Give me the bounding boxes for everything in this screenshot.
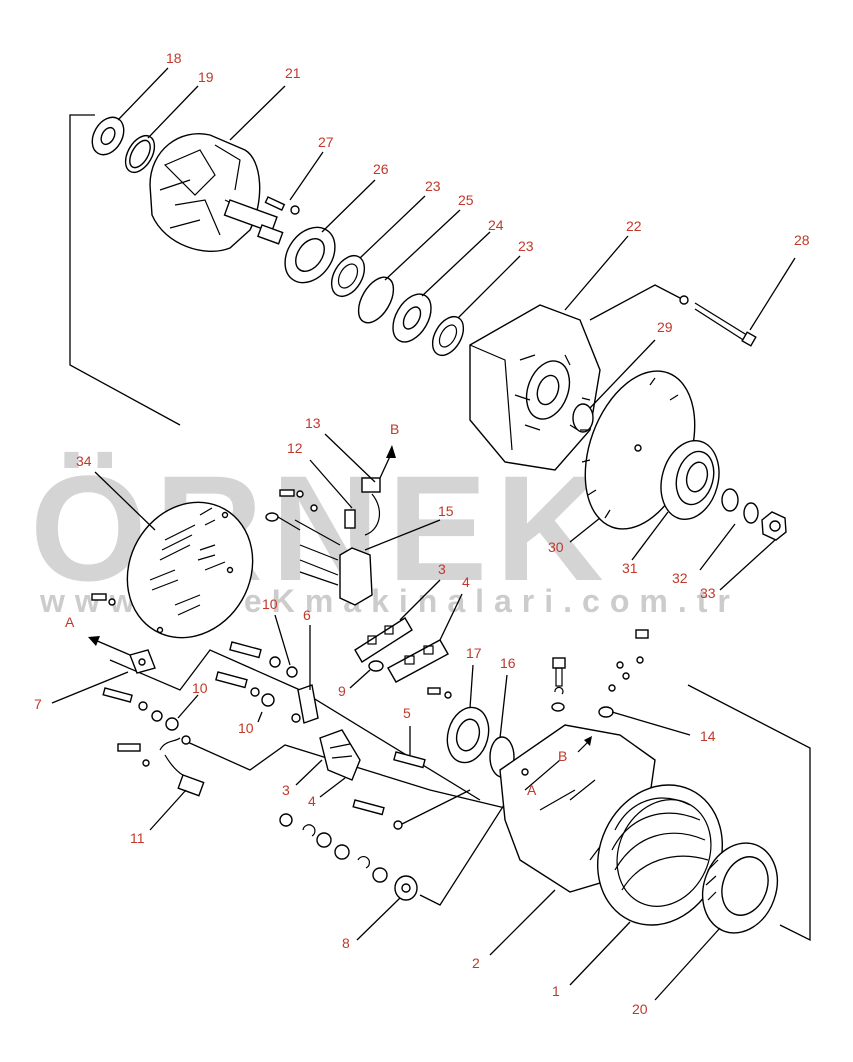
- rear-cover: [91, 501, 254, 639]
- callout-labels: 18 19 21 27 26 23 25 24 23 22 28 29 13 B…: [34, 50, 810, 1017]
- regulator-group: [265, 445, 396, 606]
- terminal-group: [88, 617, 449, 901]
- callout-10-low: 10: [238, 720, 254, 736]
- callout-8: 8: [342, 935, 350, 951]
- callout-31: 31: [622, 560, 638, 576]
- callout-10-mid: 10: [192, 680, 208, 696]
- callout-4-bottom: 4: [308, 793, 316, 809]
- callout-4-top: 4: [462, 574, 470, 590]
- callout-3-bottom: 3: [282, 782, 290, 798]
- leader-lines: [51, 67, 796, 1001]
- callout-29: 29: [657, 319, 673, 335]
- callout-A-bottom: A: [527, 782, 537, 798]
- callout-21: 21: [285, 65, 301, 81]
- callout-23b: 23: [518, 238, 534, 254]
- callout-9: 9: [338, 683, 346, 699]
- callout-B-bottom: B: [558, 748, 567, 764]
- callout-34: 34: [76, 453, 92, 469]
- callout-15: 15: [438, 503, 454, 519]
- callout-16: 16: [500, 655, 516, 671]
- callout-25: 25: [458, 192, 474, 208]
- callout-10-top: 10: [262, 596, 278, 612]
- callout-2: 2: [472, 955, 480, 971]
- rotor-assembly: [91, 116, 465, 357]
- callout-11: 11: [130, 830, 145, 846]
- watermark-brand: ÖRNEK: [30, 444, 612, 612]
- callout-22: 22: [626, 218, 642, 234]
- group-brackets: [69, 114, 811, 942]
- callout-32: 32: [672, 570, 688, 586]
- callout-1: 1: [552, 983, 560, 999]
- callout-28: 28: [794, 232, 810, 248]
- rear-housing-stator-group: [499, 629, 779, 934]
- callout-3-top: 3: [438, 561, 446, 577]
- callout-20: 20: [632, 1001, 648, 1017]
- callout-24: 24: [488, 217, 504, 233]
- callout-5: 5: [403, 705, 411, 721]
- callout-A-left: A: [65, 614, 75, 630]
- callout-12: 12: [287, 440, 303, 456]
- callout-19: 19: [198, 69, 214, 85]
- callout-23a: 23: [425, 178, 441, 194]
- front-housing: [469, 295, 757, 471]
- callout-B-top: B: [390, 421, 399, 437]
- callout-27: 27: [318, 134, 334, 150]
- callout-7: 7: [34, 696, 42, 712]
- callout-13: 13: [305, 415, 321, 431]
- callout-26: 26: [373, 161, 389, 177]
- watermark: ÖRNEK www.orneKmakinalari.com.tr: [30, 444, 730, 619]
- callout-30: 30: [548, 539, 564, 555]
- callout-14: 14: [700, 728, 716, 744]
- callout-17: 17: [466, 645, 482, 661]
- callout-6: 6: [303, 607, 311, 623]
- callout-33: 33: [700, 585, 716, 601]
- callout-18: 18: [166, 50, 182, 66]
- fan-pulley-group: [580, 370, 787, 541]
